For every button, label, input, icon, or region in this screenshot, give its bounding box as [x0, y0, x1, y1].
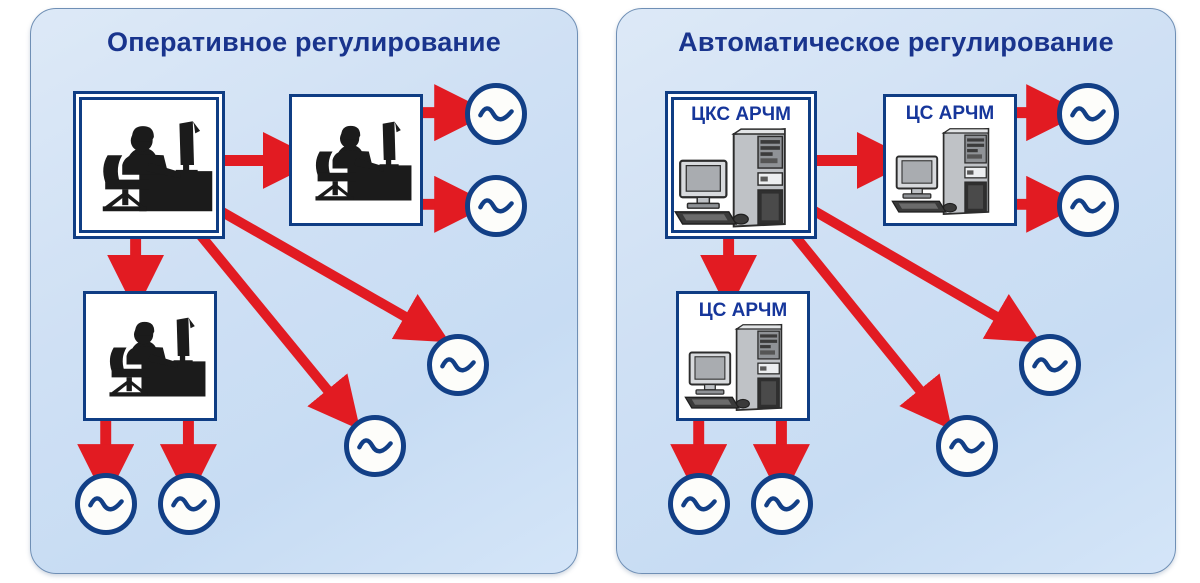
sine-wave-icon: [1070, 106, 1106, 122]
generator-2[interactable]: [1057, 175, 1119, 237]
arrow-node1-to-gen4: [786, 227, 953, 431]
operator-at-desk-icon: [86, 298, 214, 414]
panel-automatic-regulation: Автоматическое регулирование ЦКС АРЧМ: [616, 8, 1176, 574]
generator-1[interactable]: [1057, 83, 1119, 145]
arrow-node1-to-gen4: [192, 227, 361, 430]
sine-wave-icon: [764, 496, 800, 512]
node-cs-archm-bottom[interactable]: ЦС АРЧМ: [676, 291, 810, 421]
sine-wave-icon: [171, 496, 207, 512]
sine-wave-icon: [949, 438, 985, 454]
generator-5[interactable]: [75, 473, 137, 535]
node-label-cs-archm-right: ЦС АРЧМ: [905, 103, 995, 124]
generator-3[interactable]: [1019, 334, 1081, 396]
node-label-cs-archm-bottom: ЦС АРЧМ: [698, 300, 788, 321]
sine-wave-icon: [478, 198, 514, 214]
node-operator-2[interactable]: [289, 94, 423, 226]
generator-5[interactable]: [668, 473, 730, 535]
sine-wave-icon: [1070, 198, 1106, 214]
panel-operational-regulation: Оперативное регулирование: [30, 8, 578, 574]
server-and-pc-icon: [668, 126, 814, 232]
node-cs-archm-right[interactable]: ЦС АРЧМ: [883, 94, 1017, 226]
node-operator-1[interactable]: [73, 91, 225, 239]
generator-6[interactable]: [158, 473, 220, 535]
generator-4[interactable]: [936, 415, 998, 477]
sine-wave-icon: [88, 496, 124, 512]
sine-wave-icon: [478, 106, 514, 122]
sine-wave-icon: [357, 438, 393, 454]
generator-6[interactable]: [751, 473, 813, 535]
generator-2[interactable]: [465, 175, 527, 237]
node-ckc-archm[interactable]: ЦКС АРЧМ: [665, 91, 817, 239]
sine-wave-icon: [681, 496, 717, 512]
node-label-ckc-archm: ЦКС АРЧМ: [691, 104, 791, 125]
generator-3[interactable]: [427, 334, 489, 396]
generator-1[interactable]: [465, 83, 527, 145]
operator-at-desk-icon: [292, 101, 420, 219]
operator-at-desk-icon: [76, 100, 222, 230]
server-and-pc-icon: [886, 125, 1014, 220]
generator-4[interactable]: [344, 415, 406, 477]
node-operator-3[interactable]: [83, 291, 217, 421]
sine-wave-icon: [440, 357, 476, 373]
panel-title-operational: Оперативное регулирование: [107, 27, 501, 57]
server-and-pc-icon: [679, 322, 807, 415]
panel-title-automatic: Автоматическое регулирование: [678, 27, 1114, 57]
sine-wave-icon: [1032, 357, 1068, 373]
